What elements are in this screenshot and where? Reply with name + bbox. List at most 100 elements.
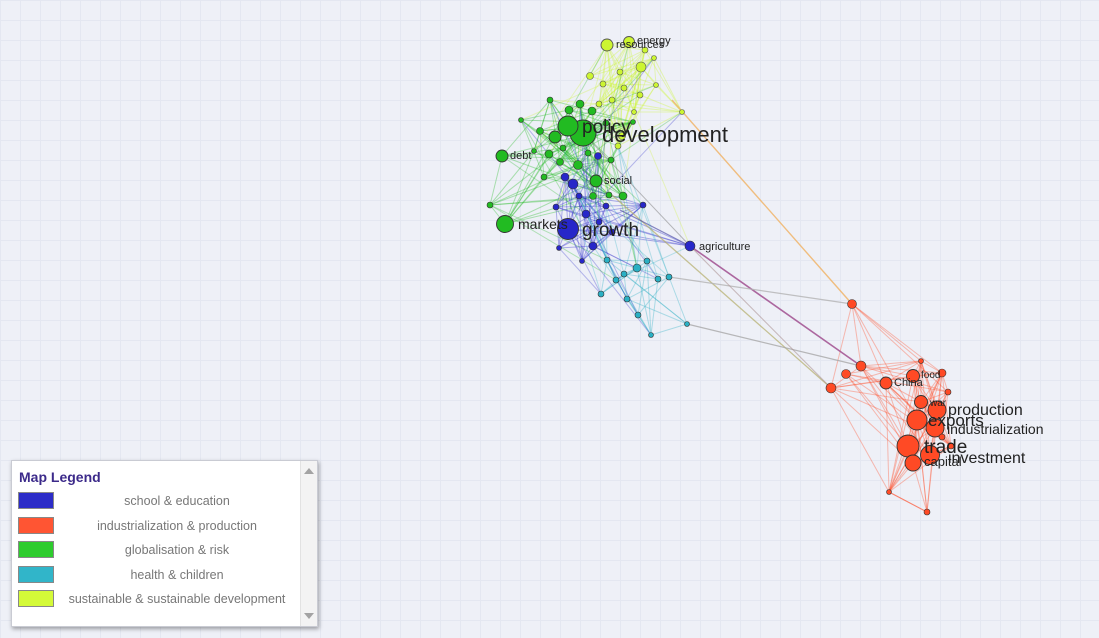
node-label-agriculture[interactable]: agriculture	[699, 241, 750, 253]
node[interactable]	[947, 442, 955, 450]
node[interactable]	[531, 148, 537, 154]
legend-item[interactable]: school & education	[18, 491, 298, 516]
node[interactable]	[665, 273, 673, 281]
node[interactable]	[608, 228, 616, 236]
node[interactable]	[641, 46, 649, 54]
node[interactable]	[573, 160, 583, 170]
node[interactable]	[608, 96, 616, 104]
node[interactable]	[639, 201, 647, 209]
scroll-down-icon[interactable]	[304, 613, 314, 619]
node[interactable]	[632, 263, 642, 273]
node-label-development[interactable]: development	[602, 122, 728, 147]
node[interactable]	[923, 508, 931, 516]
node-industrialization[interactable]	[925, 418, 945, 438]
node[interactable]	[648, 332, 654, 338]
node-agriculture[interactable]	[684, 240, 696, 252]
node[interactable]	[594, 152, 602, 160]
node-label-markets[interactable]: markets	[518, 216, 568, 232]
node[interactable]	[651, 55, 657, 61]
node-label-resources[interactable]: resources	[616, 39, 665, 51]
node[interactable]	[540, 173, 548, 181]
node-trade[interactable]	[896, 434, 920, 458]
node[interactable]	[588, 241, 598, 251]
legend-scrollbar[interactable]	[300, 461, 317, 626]
node-label-war[interactable]: war	[929, 398, 947, 409]
node-label-policy[interactable]: policy	[582, 117, 631, 138]
node-label-food[interactable]: food	[921, 370, 940, 381]
legend-item[interactable]: industrialization & production	[18, 516, 298, 541]
legend-item[interactable]: sustainable & sustainable development	[18, 589, 298, 614]
node[interactable]	[635, 61, 647, 73]
node[interactable]	[546, 96, 554, 104]
node-food[interactable]	[906, 369, 920, 383]
legend-item[interactable]: globalisation & risk	[18, 540, 298, 565]
node[interactable]	[597, 290, 605, 298]
node-label-social[interactable]: social	[604, 175, 632, 187]
node[interactable]	[631, 109, 637, 115]
node-growth[interactable]	[557, 218, 579, 240]
node[interactable]	[684, 321, 690, 327]
node[interactable]	[575, 99, 585, 109]
node[interactable]	[536, 127, 544, 135]
node-label-investment[interactable]: investment	[948, 450, 1026, 467]
node[interactable]	[556, 158, 564, 166]
node[interactable]	[653, 82, 659, 88]
node[interactable]	[518, 117, 524, 123]
node[interactable]	[825, 382, 837, 394]
node[interactable]	[616, 68, 624, 76]
node-capital[interactable]	[904, 454, 922, 472]
node-energy[interactable]	[623, 36, 635, 48]
node[interactable]	[603, 256, 611, 264]
node[interactable]	[559, 144, 567, 152]
node[interactable]	[552, 203, 560, 211]
node[interactable]	[579, 258, 585, 264]
node[interactable]	[607, 156, 615, 164]
node[interactable]	[602, 202, 610, 210]
node-resources[interactable]	[600, 38, 614, 52]
node[interactable]	[944, 388, 952, 396]
node[interactable]	[595, 218, 603, 226]
node[interactable]	[614, 142, 622, 150]
node-label-debt[interactable]: debt	[510, 150, 531, 162]
node[interactable]	[548, 130, 562, 144]
node-exports[interactable]	[906, 409, 928, 431]
legend-item[interactable]: health & children	[18, 565, 298, 590]
node-policy[interactable]	[557, 115, 579, 137]
node[interactable]	[575, 192, 583, 200]
node[interactable]	[564, 105, 574, 115]
node-label-china[interactable]: China	[894, 377, 924, 389]
node[interactable]	[937, 368, 947, 378]
node[interactable]	[556, 245, 562, 251]
node-label-capital[interactable]: capital	[924, 454, 962, 469]
node[interactable]	[581, 209, 591, 219]
node[interactable]	[599, 80, 607, 88]
node[interactable]	[643, 257, 651, 265]
node[interactable]	[623, 295, 631, 303]
node[interactable]	[938, 433, 946, 441]
node[interactable]	[855, 360, 867, 372]
node[interactable]	[630, 119, 636, 125]
node[interactable]	[654, 275, 662, 283]
node[interactable]	[620, 270, 628, 278]
node[interactable]	[886, 489, 892, 495]
node[interactable]	[595, 100, 603, 108]
node-label-industrialization[interactable]: industrialization	[947, 421, 1044, 437]
node[interactable]	[602, 119, 610, 127]
node-markets[interactable]	[496, 215, 514, 233]
node-china[interactable]	[879, 376, 893, 390]
node[interactable]	[584, 149, 592, 157]
node[interactable]	[636, 91, 644, 99]
node-label-growth[interactable]: growth	[582, 220, 639, 241]
node-debt[interactable]	[495, 149, 509, 163]
node-investment[interactable]	[920, 445, 940, 465]
node[interactable]	[586, 72, 594, 80]
node[interactable]	[486, 201, 494, 209]
node[interactable]	[679, 109, 685, 115]
node-social[interactable]	[589, 174, 603, 188]
node[interactable]	[841, 369, 851, 379]
node[interactable]	[618, 191, 628, 201]
node[interactable]	[567, 178, 579, 190]
node[interactable]	[560, 172, 570, 182]
